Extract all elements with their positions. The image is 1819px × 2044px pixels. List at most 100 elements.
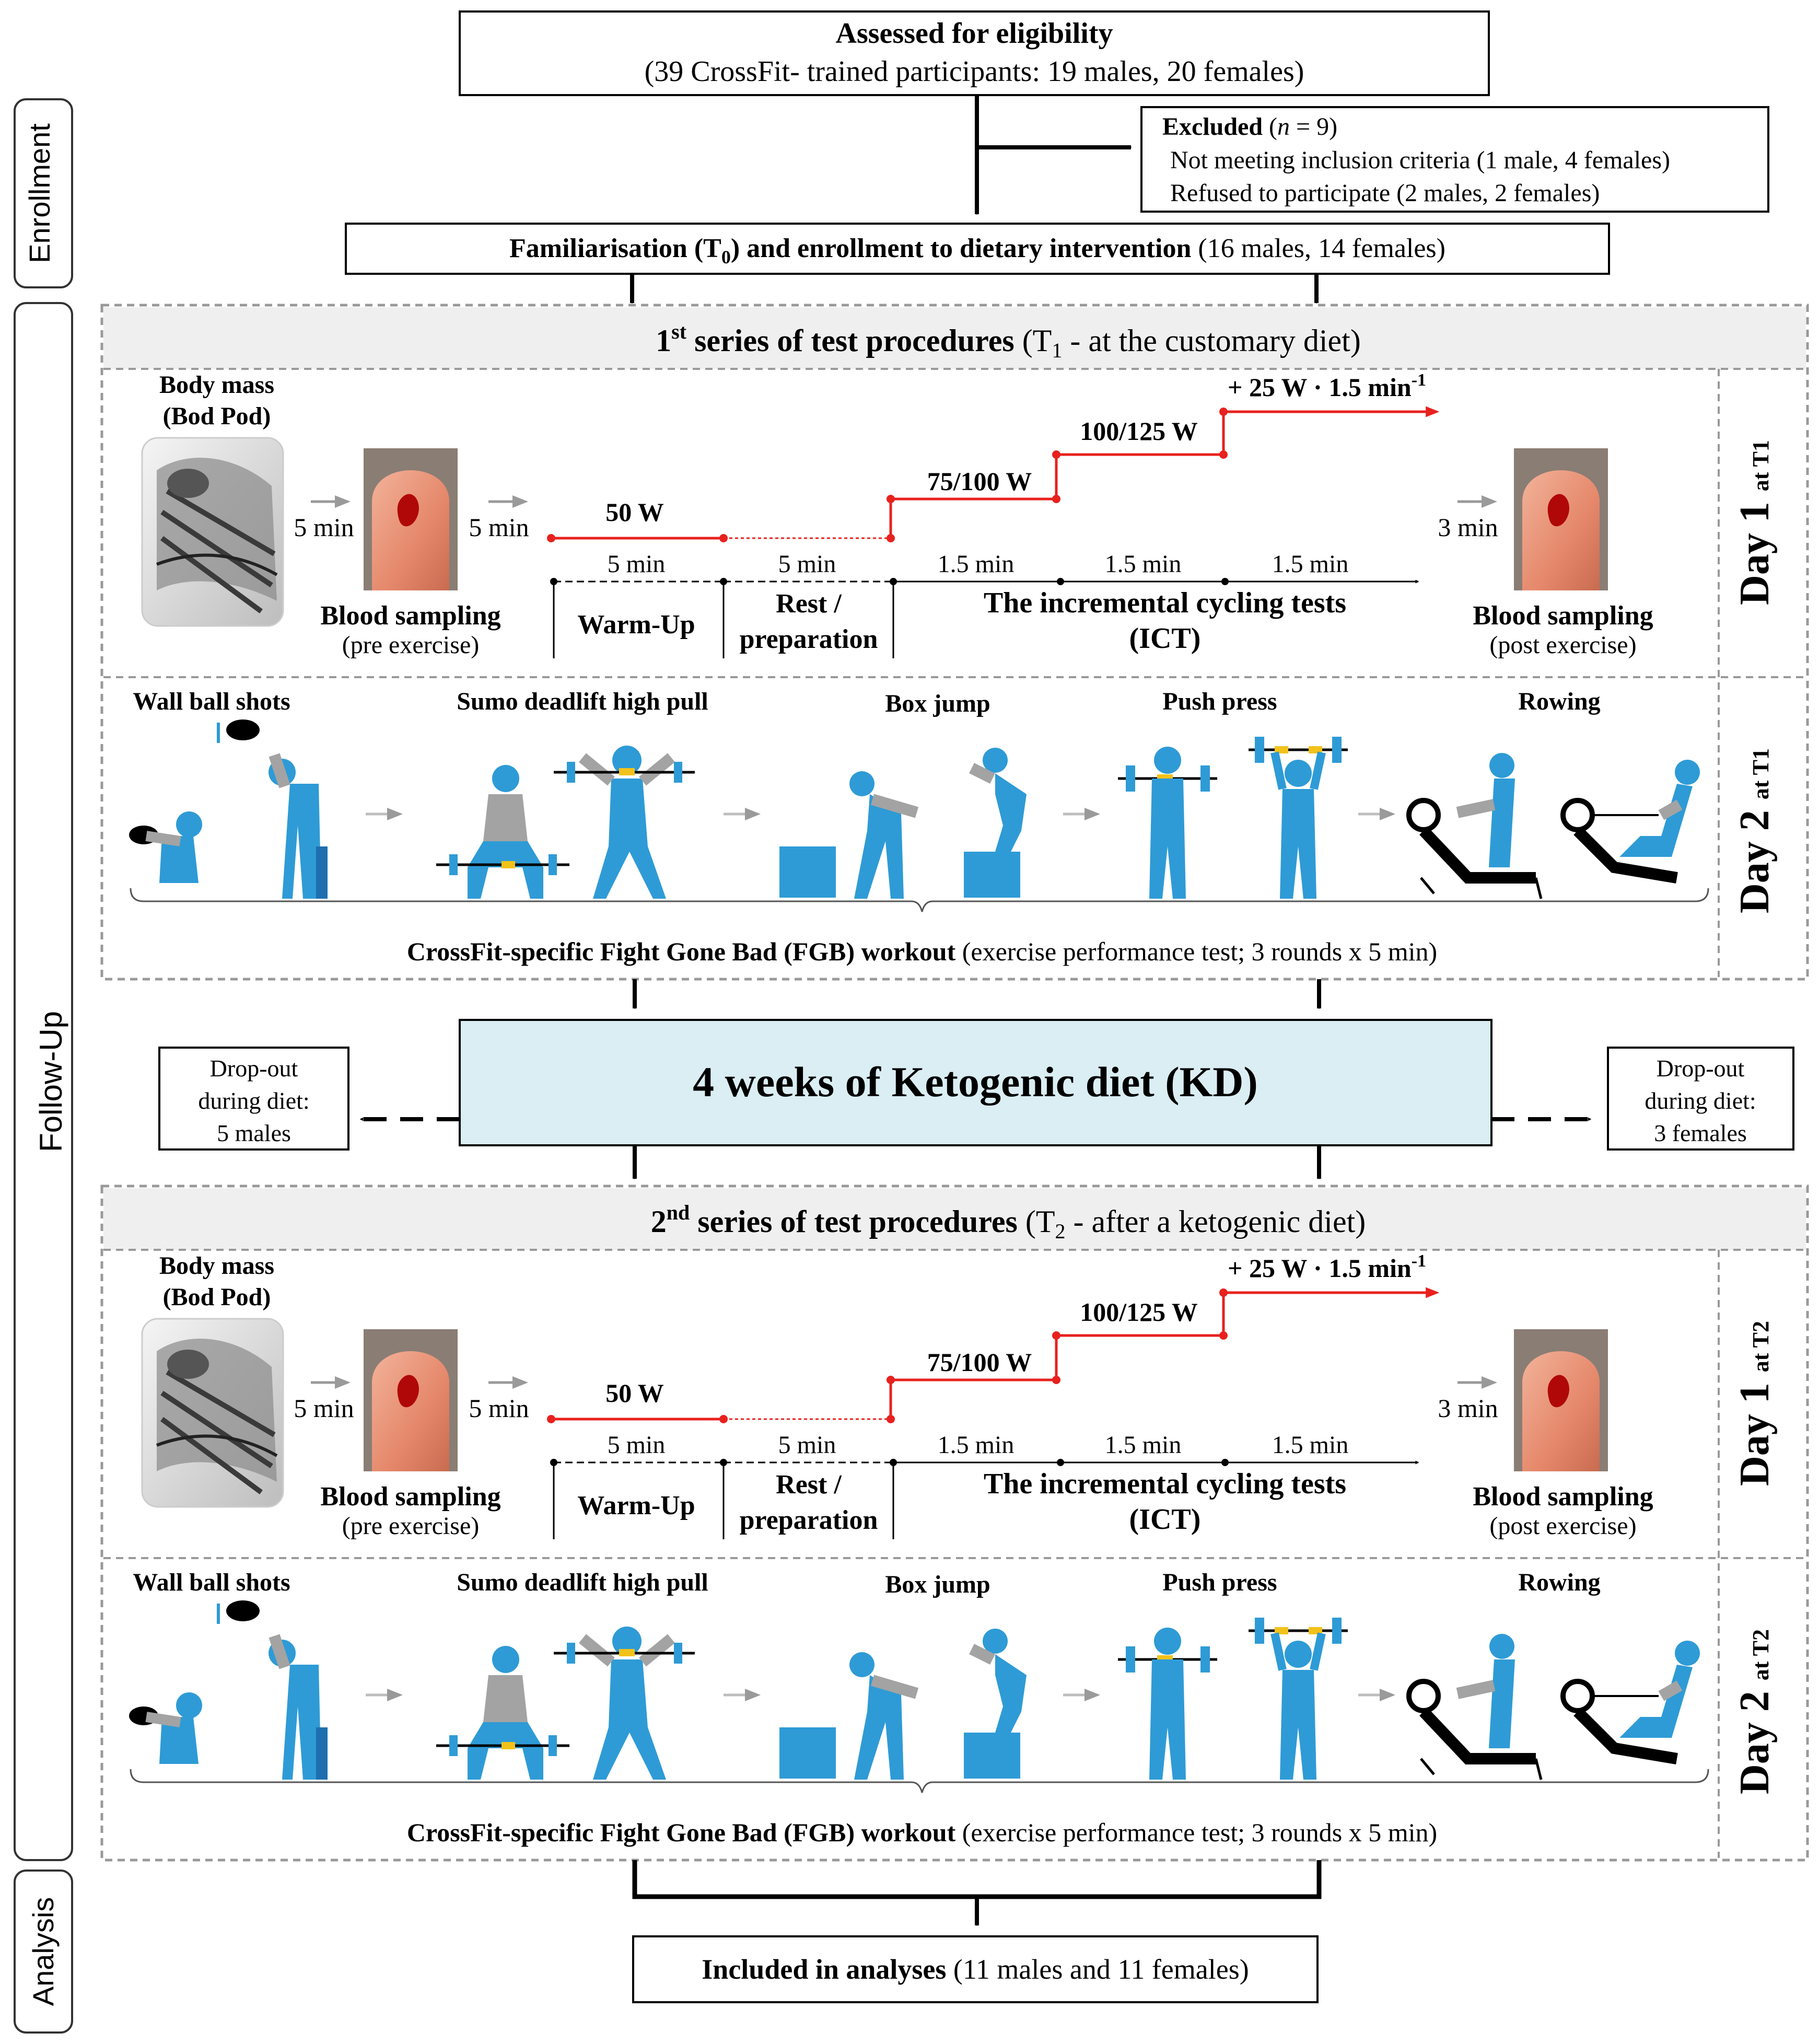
- series-2-header: 2nd series of test procedures (T2 - afte…: [651, 1201, 1366, 1243]
- series-1-test-procedures: 1st series of test procedures (T1 - at t…: [100, 304, 1809, 981]
- gap-3-min: 3 min: [1438, 513, 1498, 542]
- phase-warmup: Warm-Up: [577, 610, 695, 640]
- bod-pod-image: [141, 1318, 284, 1508]
- series-2-test-procedures: 2nd series of test procedures (T2 - afte…: [100, 1184, 1809, 1862]
- excluded-line-criteria: Not meeting inclusion criteria (1 male, …: [1170, 146, 1670, 174]
- series-1-day2-label: Day 2 at T1: [1732, 748, 1778, 913]
- side-label-follow-up: Follow-Up: [14, 302, 73, 1861]
- excluded-heading: Excluded (n = 9): [1162, 113, 1337, 141]
- phase-ict: The incremental cycling tests: [984, 1468, 1346, 1500]
- blood-sampling-pre-label: Blood sampling: [320, 601, 500, 631]
- phase-warmup: Warm-Up: [577, 1491, 695, 1520]
- wall-ball-icon: [129, 719, 328, 899]
- included-in-analyses-text: Included in analyses (11 males and 11 fe…: [702, 1954, 1249, 1985]
- gap-3-min: 3 min: [1438, 1393, 1498, 1423]
- protocol-timeline: 5 min 5 min 1.5 min 1.5 min 1.5 min Warm…: [550, 1431, 1419, 1539]
- incremental-power-profile: 50 W 75/100 W 100/125 W + 25 W · 1.5 min…: [547, 370, 1440, 542]
- blood-sampling-post-label: Blood sampling: [1473, 1482, 1653, 1512]
- sumo-deadlift-icon: [436, 1627, 695, 1780]
- familiarisation-arrows: [630, 274, 1319, 304]
- phase-ict-abbrev: (ICT): [1129, 622, 1201, 655]
- day1-protocol: Body mass (Bod Pod) 5 min Blood sampling…: [141, 370, 1653, 659]
- power-step-50w: 50 W: [605, 497, 664, 527]
- power-step-increment: + 25 W · 1.5 min-1: [1228, 1251, 1426, 1283]
- finger-prick-post-image: [1514, 448, 1608, 590]
- bod-pod-label: (Bod Pod): [163, 1283, 271, 1311]
- duration-warmup: 5 min: [608, 1431, 666, 1459]
- gap-5-min-2: 5 min: [469, 1393, 529, 1423]
- series-1-day1-label: Day 1 at T1: [1732, 440, 1778, 605]
- rowing-icon: [1406, 1634, 1700, 1780]
- dropout-right-line2: during diet:: [1645, 1087, 1756, 1114]
- box-jump-icon: [779, 748, 1027, 899]
- duration-step-2: 1.5 min: [1105, 550, 1182, 578]
- workout-bracket: [130, 888, 1709, 912]
- finger-prick-post-image: [1514, 1329, 1608, 1471]
- bod-pod-image: [141, 437, 284, 627]
- box-jump-icon: [779, 1629, 1027, 1780]
- eligibility-box: Assessed for eligibility (39 CrossFit- t…: [459, 10, 1490, 96]
- power-step-100-125w: 100/125 W: [1080, 1297, 1198, 1327]
- incremental-power-profile: 50 W 75/100 W 100/125 W + 25 W · 1.5 min…: [547, 1251, 1440, 1423]
- enrollment-connectors: [975, 95, 1132, 215]
- excluded-box: Excluded (n = 9) Not meeting inclusion c…: [1140, 106, 1769, 213]
- body-mass-label: Body mass: [159, 371, 274, 399]
- blood-sampling-pre-label: Blood sampling: [320, 1482, 500, 1512]
- power-step-75-100w: 75/100 W: [927, 467, 1032, 496]
- gap-5-min-1: 5 min: [294, 1393, 354, 1423]
- excluded-line-refused: Refused to participate (2 males, 2 femal…: [1170, 179, 1600, 207]
- day2-workout: Wall ball shots Sumo deadlift high pull …: [129, 688, 1709, 966]
- protocol-timeline: 5 min 5 min 1.5 min 1.5 min 1.5 min Warm…: [550, 550, 1419, 658]
- finger-prick-pre-image: [364, 448, 458, 590]
- exercise-rowing: Rowing: [1518, 1569, 1600, 1596]
- power-step-75-100w: 75/100 W: [927, 1348, 1032, 1377]
- ketogenic-diet-box: 4 weeks of Ketogenic diet (KD): [459, 1019, 1492, 1146]
- follow-up-label: Follow-Up: [33, 1011, 68, 1152]
- dropout-left-line1: Drop-out: [210, 1055, 298, 1082]
- sumo-deadlift-icon: [436, 746, 695, 899]
- post-exercise-label: (post exercise): [1489, 1512, 1636, 1540]
- enrollment-label: Enrollment: [23, 123, 56, 263]
- analysis-label: Analysis: [27, 1897, 60, 2006]
- rowing-icon: [1406, 753, 1700, 899]
- exercise-sumo-deadlift: Sumo deadlift high pull: [457, 688, 708, 715]
- phase-ict-abbrev: (ICT): [1129, 1503, 1201, 1536]
- familiarisation-text: Familiarisation (T0) and enrollment to d…: [509, 234, 1445, 268]
- exercise-box-jump: Box jump: [885, 1571, 990, 1598]
- series-1-header: 1st series of test procedures (T1 - at t…: [656, 320, 1361, 362]
- duration-rest: 5 min: [778, 550, 836, 578]
- gap-5-min-1: 5 min: [294, 513, 354, 542]
- body-mass-label: Body mass: [159, 1252, 274, 1280]
- eligibility-title: Assessed for eligibility: [836, 17, 1113, 50]
- included-in-analyses-box: Included in analyses (11 males and 11 fe…: [632, 1935, 1319, 2003]
- phase-preparation: preparation: [740, 1505, 878, 1535]
- dropout-left-box: Drop-out during diet: 5 males: [158, 1047, 349, 1151]
- series1-to-diet-arrows: [633, 979, 1321, 1009]
- fgb-workout-label: CrossFit-specific Fight Gone Bad (FGB) w…: [407, 937, 1437, 966]
- duration-step-3: 1.5 min: [1272, 1431, 1349, 1459]
- eligibility-detail: (39 CrossFit- trained participants: 19 m…: [645, 55, 1304, 88]
- diet-to-series2-arrows: [633, 1145, 1321, 1180]
- side-label-enrollment: Enrollment: [14, 98, 73, 288]
- duration-step-1: 1.5 min: [938, 550, 1015, 578]
- day-content-series-1: Body mass (Bod Pod) 5 min Blood sampling…: [129, 370, 1709, 966]
- dropout-left-line2: during diet:: [198, 1087, 309, 1114]
- dropout-right-line3: 3 females: [1654, 1120, 1747, 1146]
- finger-prick-pre-image: [364, 1329, 458, 1471]
- bod-pod-label: (Bod Pod): [163, 402, 271, 430]
- duration-step-3: 1.5 min: [1272, 550, 1349, 578]
- blood-sampling-post-label: Blood sampling: [1473, 601, 1653, 631]
- pre-exercise-label: (pre exercise): [342, 1512, 479, 1540]
- day2-workout: Wall ball shots Sumo deadlift high pull …: [129, 1569, 1709, 1847]
- exercise-push-press: Push press: [1162, 688, 1277, 715]
- fgb-workout-label: CrossFit-specific Fight Gone Bad (FGB) w…: [407, 1818, 1437, 1847]
- duration-warmup: 5 min: [608, 550, 666, 578]
- phase-preparation: preparation: [740, 624, 878, 654]
- workout-bracket: [130, 1769, 1709, 1793]
- day1-protocol: Body mass (Bod Pod) 5 min Blood sampling…: [141, 1251, 1653, 1540]
- side-label-analysis: Analysis: [14, 1869, 73, 2034]
- push-press-icon: [1118, 737, 1348, 899]
- push-press-icon: [1118, 1618, 1348, 1780]
- series-2-day1-label: Day 1 at T2: [1732, 1321, 1778, 1486]
- exercise-push-press: Push press: [1162, 1569, 1277, 1596]
